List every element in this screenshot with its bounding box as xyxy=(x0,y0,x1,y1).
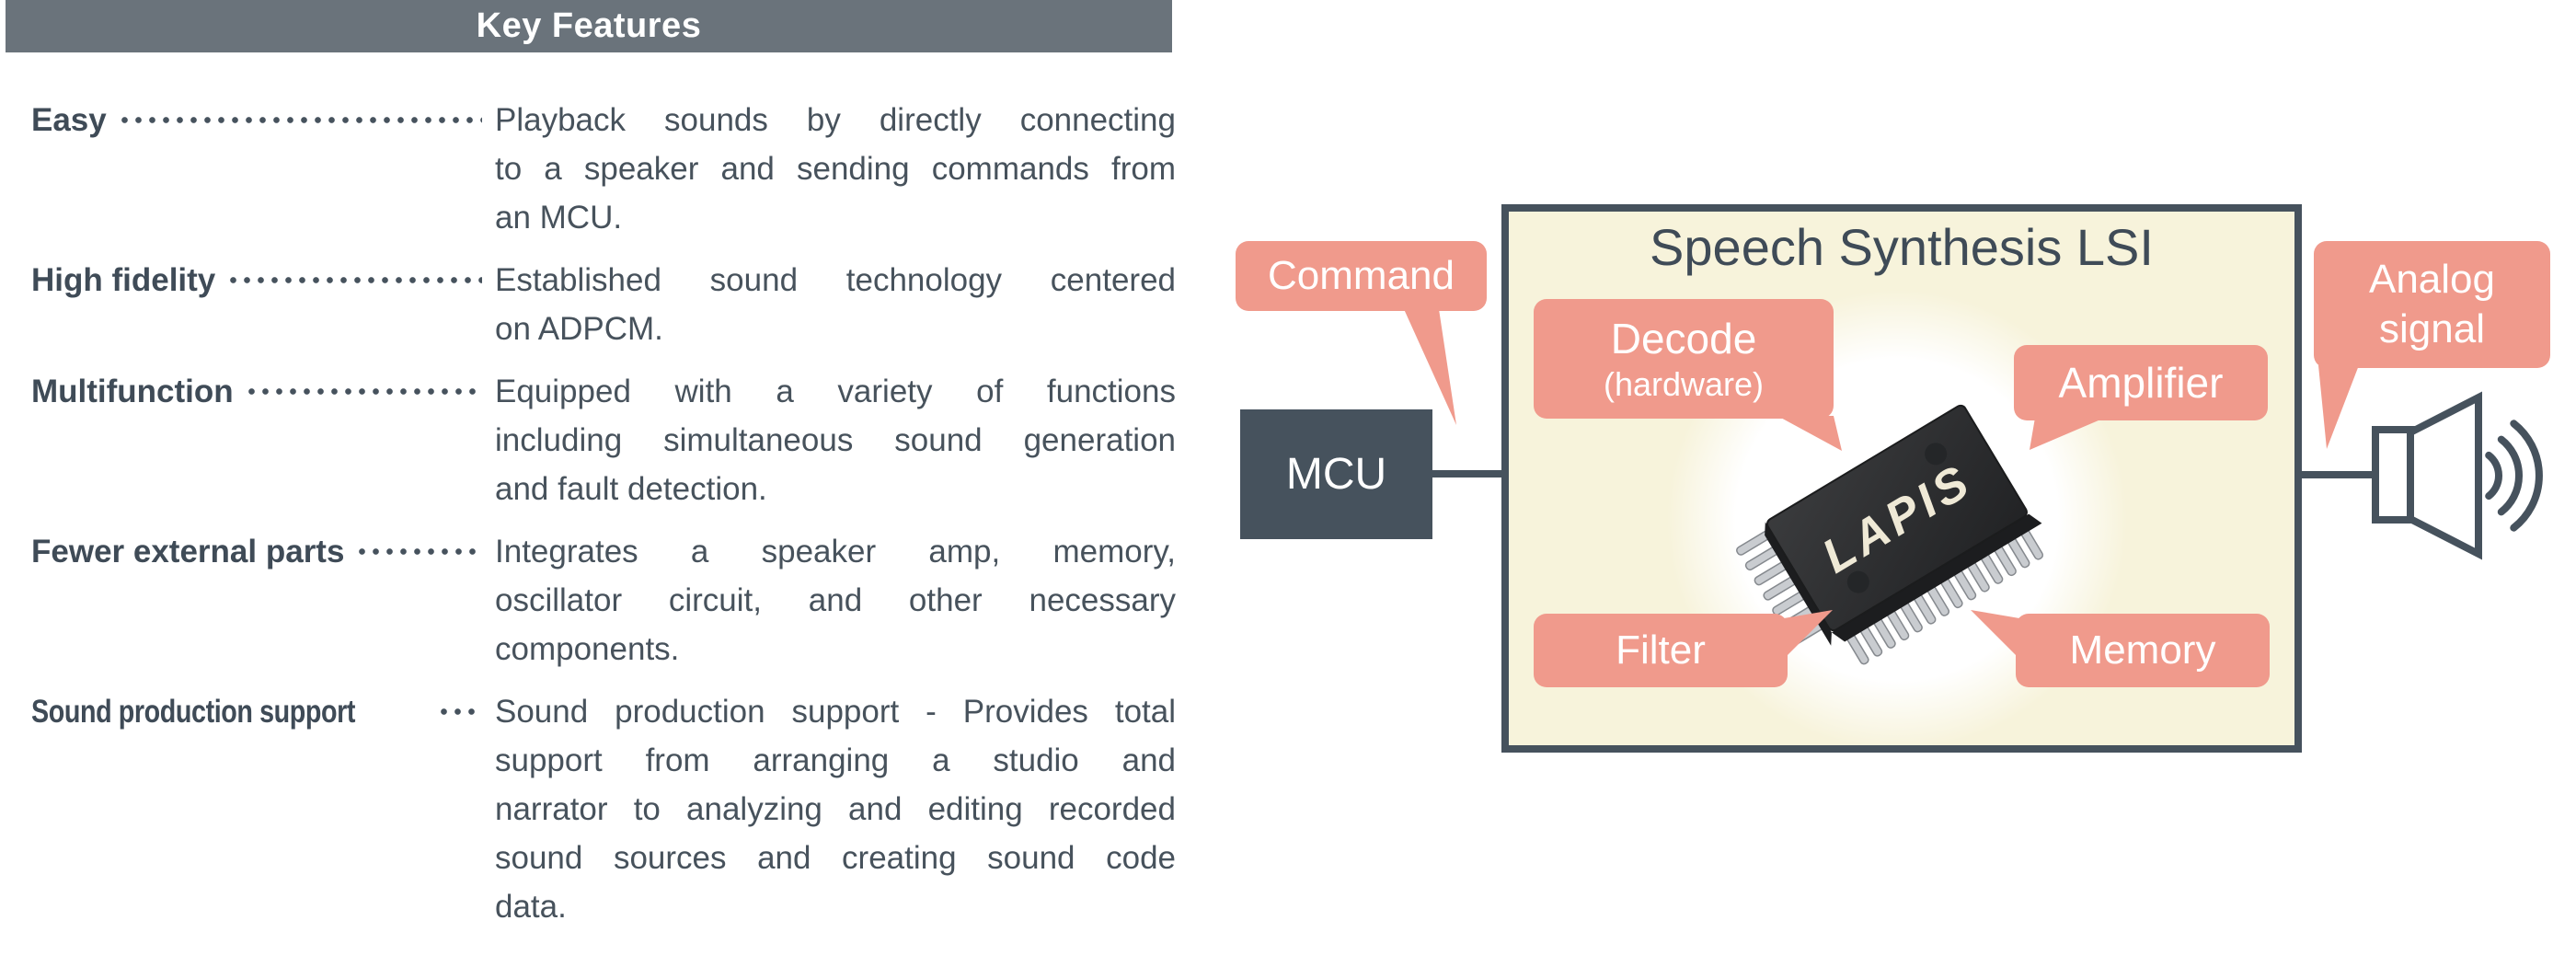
filter-callout: Filter xyxy=(1534,614,1788,687)
amplifier-callout-label: Amplifier xyxy=(2058,359,2224,407)
chip-body xyxy=(1766,404,2028,632)
decode-callout-label: Decode xyxy=(1610,315,1757,362)
features-list: Easy Playback sounds by directly connect… xyxy=(31,96,1176,945)
chip-mold-mark xyxy=(1925,443,1948,466)
feature-description: Playback sounds by directly connecting t… xyxy=(495,96,1176,242)
leader-dots xyxy=(117,96,482,144)
description-line: an MCU. xyxy=(495,200,623,236)
feature-label: Easy xyxy=(31,96,495,144)
feature-row: Sound production support Sound productio… xyxy=(31,687,1176,931)
feature-label-text: Easy xyxy=(31,101,107,138)
lsi-title: Speech Synthesis LSI xyxy=(1650,218,2154,276)
analog-signal-callout: Analog signal xyxy=(2314,241,2550,368)
feature-row: High fidelity Established sound technolo… xyxy=(31,256,1176,353)
feature-description: Established sound technology centered on… xyxy=(495,256,1176,353)
amplifier-callout: Amplifier xyxy=(2014,345,2268,420)
command-callout: Command xyxy=(1236,241,1487,311)
feature-description: Integrates a speaker amp, memory, oscill… xyxy=(495,527,1176,673)
sound-wave-arc xyxy=(2485,451,2502,501)
description-line: Playback sounds by directly connecting xyxy=(495,102,1176,138)
feature-label-text: Fewer external parts xyxy=(31,533,345,570)
speaker-icon xyxy=(2372,391,2543,560)
wire-mcu-lsi xyxy=(1432,470,1504,478)
analog-signal-callout-line2: signal xyxy=(2379,306,2485,351)
leader-dots xyxy=(437,687,482,736)
key-features-header: Key Features xyxy=(6,0,1172,52)
leader-dots xyxy=(355,527,482,576)
filter-callout-tail xyxy=(1784,610,1833,659)
key-features-title: Key Features xyxy=(476,6,702,45)
description-line: and fault detection. xyxy=(495,471,767,507)
command-callout-label: Command xyxy=(1268,253,1455,298)
chip-side-face xyxy=(1831,513,2042,642)
description-line: oscillator circuit, and other necessary xyxy=(495,582,1176,618)
feature-row: Easy Playback sounds by directly connect… xyxy=(31,96,1176,242)
feature-label-text: Multifunction xyxy=(31,373,234,409)
feature-label: Sound production support xyxy=(31,687,495,736)
lapis-chip-image: LAPIS xyxy=(1734,404,2045,666)
description-line: narrator to analyzing and editing record… xyxy=(495,791,1176,827)
leader-dots xyxy=(244,367,482,416)
mcu-label: MCU xyxy=(1285,450,1387,499)
chip-mold-mark xyxy=(1846,570,1869,593)
memory-callout: Memory xyxy=(2016,614,2270,687)
sound-wave-arc xyxy=(2497,435,2524,516)
analog-signal-callout-line1: Analog xyxy=(2368,257,2495,302)
description-line: components. xyxy=(495,631,680,667)
feature-label: Fewer external parts xyxy=(31,527,495,576)
mcu-box: MCU xyxy=(1240,409,1432,539)
diagram-overlay xyxy=(1404,309,2543,659)
description-line: data. xyxy=(495,889,567,925)
sound-wave-arc xyxy=(2510,420,2543,532)
decode-callout: Decode (hardware) xyxy=(1534,299,1834,419)
description-line: Established sound technology centered xyxy=(495,262,1176,298)
description-line: Integrates a speaker amp, memory, xyxy=(495,534,1176,570)
description-line: on ADPCM. xyxy=(495,311,663,347)
feature-label: High fidelity xyxy=(31,256,495,305)
feature-label-text: Sound production support xyxy=(31,693,356,730)
decode-callout-sublabel: (hardware) xyxy=(1603,365,1765,403)
feature-row: Fewer external parts Integrates a speake… xyxy=(31,527,1176,673)
filter-callout-label: Filter xyxy=(1616,627,1706,673)
description-line: support from arranging a studio and xyxy=(495,742,1176,778)
key-features-panel: Key Features Easy Playback sounds by dir… xyxy=(0,0,1205,955)
memory-callout-tail xyxy=(1971,610,2019,659)
description-line: sound sources and creating sound code xyxy=(495,840,1176,876)
description-line: Sound production support - Provides tota… xyxy=(495,694,1176,730)
memory-callout-label: Memory xyxy=(2069,627,2216,673)
feature-description: Sound production support - Provides tota… xyxy=(495,687,1176,931)
wire-lsi-speaker xyxy=(2298,471,2379,478)
feature-row: Multifunction Equipped with a variety of… xyxy=(31,367,1176,513)
speaker-cone xyxy=(2407,391,2482,560)
analog-signal-callout-tail xyxy=(2318,365,2359,449)
feature-label: Multifunction xyxy=(31,367,495,416)
leader-dots xyxy=(226,256,482,305)
description-line: including simultaneous sound generation xyxy=(495,422,1176,458)
feature-label-text: High fidelity xyxy=(31,261,216,298)
description-line: to a speaker and sending commands from xyxy=(495,151,1176,187)
feature-description: Equipped with a variety of functions inc… xyxy=(495,367,1176,513)
decode-callout-tail xyxy=(1777,416,1842,451)
command-callout-tail xyxy=(1404,309,1456,425)
description-line: Equipped with a variety of functions xyxy=(495,374,1176,409)
amplifier-callout-tail xyxy=(2030,418,2105,450)
